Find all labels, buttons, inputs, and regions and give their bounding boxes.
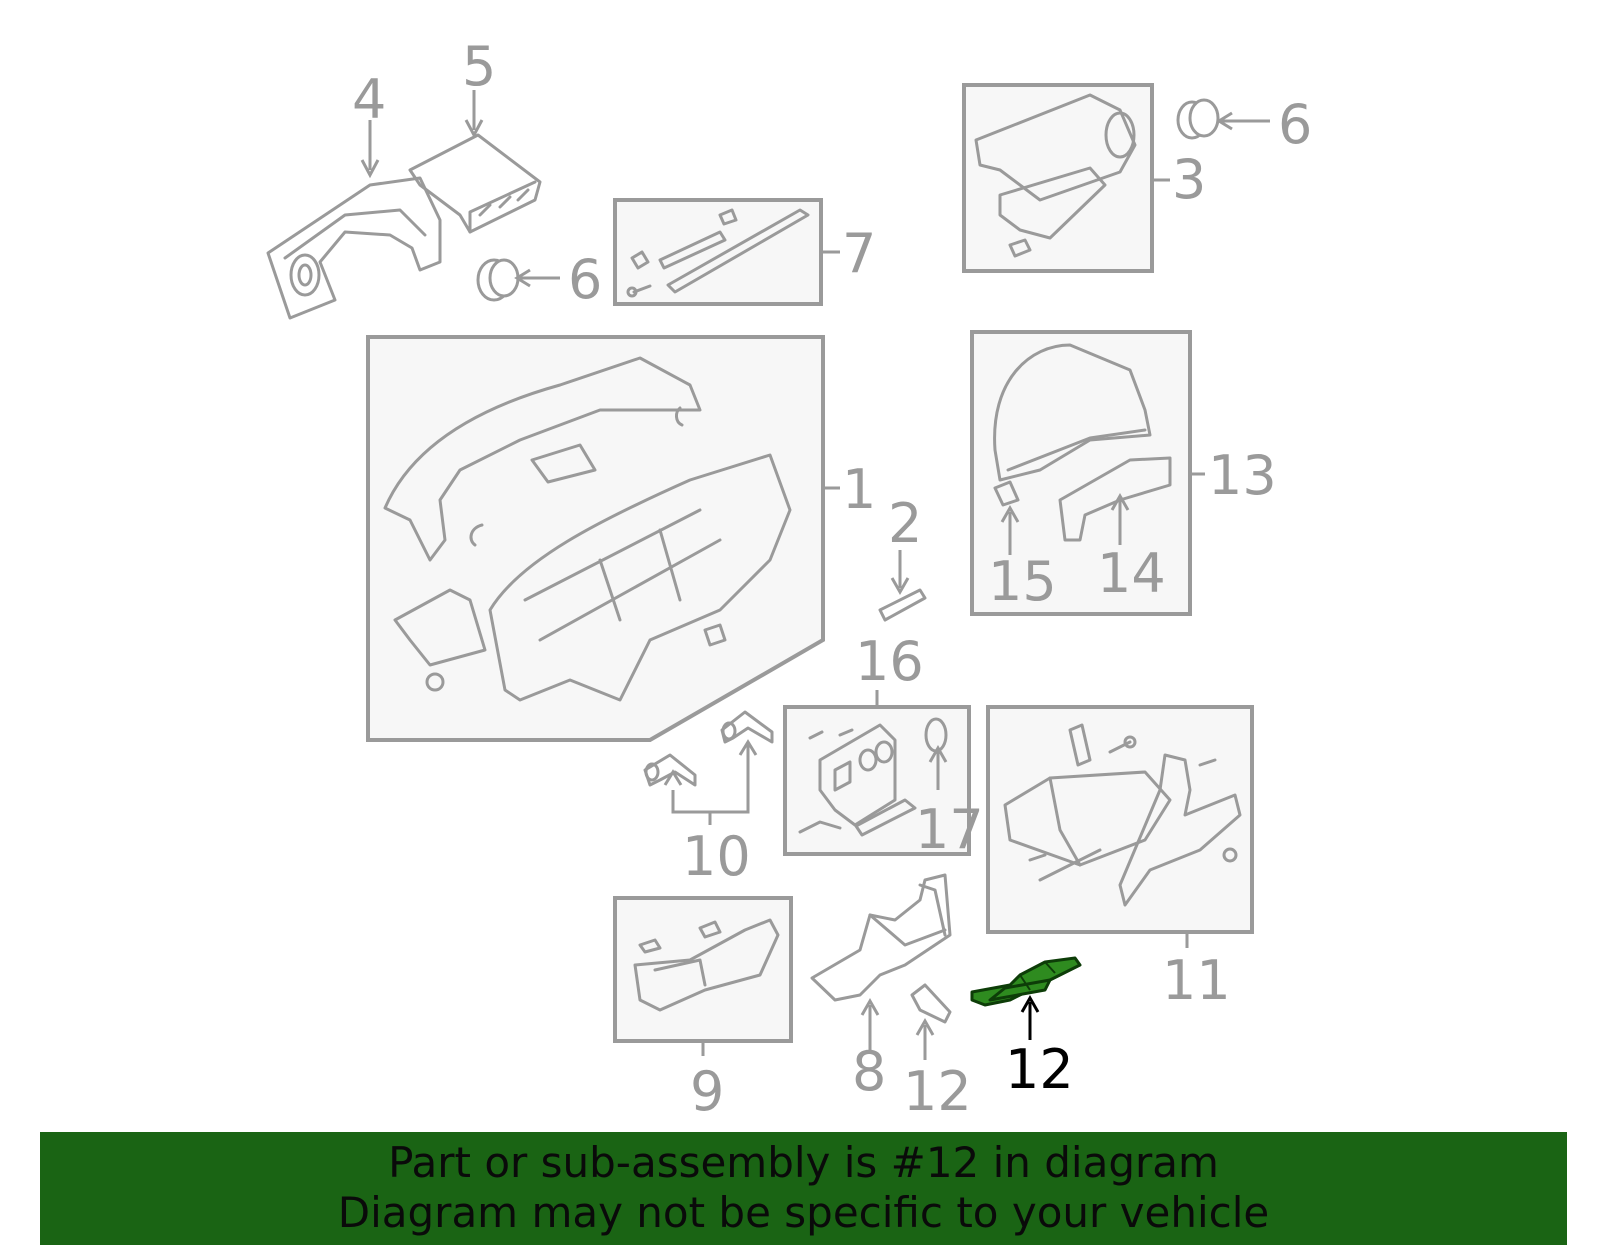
callout-14: 13 xyxy=(1208,444,1277,507)
part-2-clip xyxy=(878,550,927,622)
info-banner: Part or sub-assembly is #12 in diagram D… xyxy=(40,1132,1567,1245)
part-4-cluster-bezel xyxy=(266,120,442,320)
callout-6-left: 6 xyxy=(568,248,602,311)
callout-1: 1 xyxy=(842,458,876,521)
callout-13: 12 xyxy=(903,1060,972,1123)
callout-10: 10 xyxy=(682,825,751,888)
part-13-cover xyxy=(910,983,952,1060)
callout-15: 14 xyxy=(1097,542,1166,605)
part-1-instrument-panel xyxy=(366,335,840,742)
part-12-highlighted-duct xyxy=(970,956,1082,1040)
callout-6-right: 6 xyxy=(1278,93,1312,156)
part-3-center-panel xyxy=(962,83,1170,273)
part-6-vent-left xyxy=(476,258,560,302)
part-11-glove-box xyxy=(986,705,1254,948)
callout-17: 16 xyxy=(855,630,924,693)
part-10-brackets xyxy=(643,710,774,825)
callout-11: 11 xyxy=(1162,949,1231,1012)
part-8-lower-panel xyxy=(613,896,793,1056)
callout-5: 5 xyxy=(462,35,496,98)
callout-4: 4 xyxy=(352,68,386,131)
callout-16: 15 xyxy=(988,550,1057,613)
callout-3: 3 xyxy=(1172,148,1206,211)
part-9-side-panel xyxy=(810,873,952,1050)
callout-12-highlighted: 12 xyxy=(1005,1038,1074,1101)
callout-8: 9 xyxy=(690,1060,724,1123)
part-6-vent-right xyxy=(1176,98,1270,140)
part-14-cluster-cover xyxy=(970,330,1205,616)
callout-18: 17 xyxy=(915,798,984,861)
part-5-cluster-hood xyxy=(408,90,542,234)
banner-line-2: Diagram may not be specific to your vehi… xyxy=(337,1188,1270,1237)
banner-line-1: Part or sub-assembly is #12 in diagram xyxy=(388,1138,1219,1187)
part-18-ring xyxy=(924,717,948,790)
callout-7: 7 xyxy=(842,222,876,285)
callout-9: 8 xyxy=(852,1040,886,1103)
part-7-trim-kit xyxy=(613,198,840,306)
callout-2: 2 xyxy=(888,492,922,555)
